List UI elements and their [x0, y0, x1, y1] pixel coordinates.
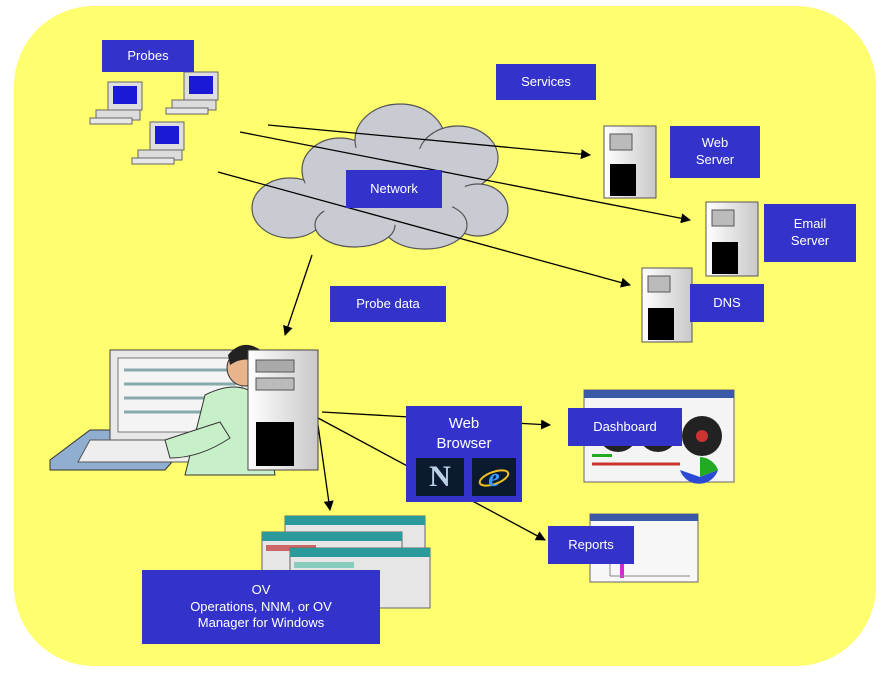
web-server-tower: [603, 125, 657, 199]
probe-computer-1: [89, 81, 143, 125]
web-browser-label-line2: Browser: [436, 435, 492, 452]
netscape-icon: N: [416, 458, 464, 496]
email-server-tower: [705, 201, 759, 277]
connection-lines: [217, 124, 691, 541]
dns-label: DNS: [690, 284, 764, 322]
web-server-label-line1: Web: [701, 135, 729, 151]
ov-label: OV Operations, NNM, or OV Manager for Wi…: [142, 570, 380, 644]
probe-data-label: Probe data: [330, 286, 446, 322]
ov-label-line3: Manager for Windows: [197, 615, 325, 631]
email-server-label-line2: Server: [790, 233, 830, 248]
explorer-glyph: e: [478, 463, 510, 492]
services-label: Services: [496, 64, 596, 100]
web-browser-box: Web Browser N e: [406, 406, 522, 502]
probe-computer-2: [165, 71, 219, 115]
probes-label: Probes: [102, 40, 194, 72]
email-server-label: Email Server: [764, 204, 856, 262]
background-panel: [14, 6, 876, 666]
operator-workstation: [49, 344, 319, 476]
dashboard-label: Dashboard: [568, 408, 682, 446]
ov-label-line1: OV: [251, 581, 271, 597]
network-label: Network: [346, 170, 442, 208]
explorer-icon: e: [472, 458, 516, 496]
probe-computer-3: [131, 121, 185, 165]
explorer-letter: e: [488, 463, 500, 492]
dns-server-tower: [641, 267, 693, 343]
reports-label: Reports: [548, 526, 634, 564]
email-server-label-line1: Email: [793, 216, 827, 232]
ov-label-line2: Operations, NNM, or OV: [190, 598, 332, 614]
web-server-label-line2: Server: [695, 152, 735, 167]
web-browser-label-line1: Web: [448, 415, 480, 432]
web-server-label: Web Server: [670, 126, 760, 178]
